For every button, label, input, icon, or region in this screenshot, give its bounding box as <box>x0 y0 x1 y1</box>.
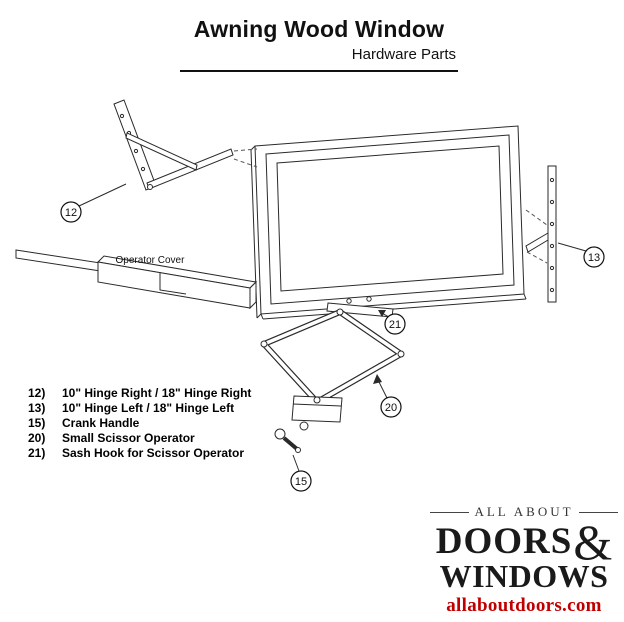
logo-tagline-row: ALL ABOUT <box>430 504 619 520</box>
callout-21-label: 21 <box>389 319 401 331</box>
window-frame-drawing <box>250 125 527 320</box>
part-description: Small Scissor Operator <box>62 431 195 445</box>
logo-word-windows: WINDOWS <box>439 558 609 594</box>
logo-rule-right <box>578 511 619 513</box>
parts-list-item: 13) 10" Hinge Left / 18" Hinge Left <box>28 401 251 416</box>
logo-rule-left <box>430 511 470 513</box>
part-description: 10" Hinge Right / 18" Hinge Right <box>62 386 252 400</box>
operator-cover-drawing <box>15 249 258 310</box>
callout-20-label: 20 <box>385 402 397 414</box>
logo-url: allaboutdoors.com <box>446 595 602 616</box>
parts-list-item: 20) Small Scissor Operator <box>28 431 251 446</box>
part-number: 13) <box>28 401 46 415</box>
callout-15-label: 15 <box>295 476 307 488</box>
parts-list-item: 12) 10" Hinge Right / 18" Hinge Right <box>28 386 251 401</box>
callout-21: 21 <box>378 310 406 335</box>
page-title: Awning Wood Window <box>193 16 445 42</box>
operator-cover-label: Operator Cover <box>116 255 186 266</box>
hinge-13-drawing <box>525 165 557 303</box>
part-description: Sash Hook for Scissor Operator <box>62 446 245 460</box>
part-number: 20) <box>28 431 46 445</box>
company-logo: ALL ABOUT DOORS & WINDOWS allaboutdoors.… <box>430 504 619 617</box>
header: Awning Wood Window Hardware Parts <box>180 16 458 72</box>
parts-list: 12) 10" Hinge Right / 18" Hinge Right 13… <box>28 386 251 461</box>
part-description: 10" Hinge Left / 18" Hinge Left <box>62 401 235 415</box>
part-number: 15) <box>28 416 46 430</box>
callout-12-label: 12 <box>65 207 77 219</box>
callout-13-label: 13 <box>588 252 600 264</box>
logo-ampersand: & <box>573 514 613 570</box>
scissor-operator-drawing <box>260 308 405 431</box>
logo-doors-row: DOORS & <box>430 514 618 570</box>
crank-handle-drawing <box>274 428 301 453</box>
parts-list-item: 21) Sash Hook for Scissor Operator <box>28 446 251 461</box>
callout-12: 12 <box>60 183 127 223</box>
callout-13: 13 <box>557 242 605 268</box>
callout-15: 15 <box>290 454 312 492</box>
callout-20: 20 <box>373 374 402 418</box>
parts-list-item: 15) Crank Handle <box>28 416 251 431</box>
part-number: 12) <box>28 386 46 400</box>
part-description: Crank Handle <box>62 416 140 430</box>
part-number: 21) <box>28 446 46 460</box>
page-subtitle: Hardware Parts <box>351 46 456 63</box>
logo-tagline-text: ALL ABOUT <box>474 504 574 519</box>
hinge-12-drawing <box>113 99 258 191</box>
logo-word-doors: DOORS <box>435 521 573 562</box>
